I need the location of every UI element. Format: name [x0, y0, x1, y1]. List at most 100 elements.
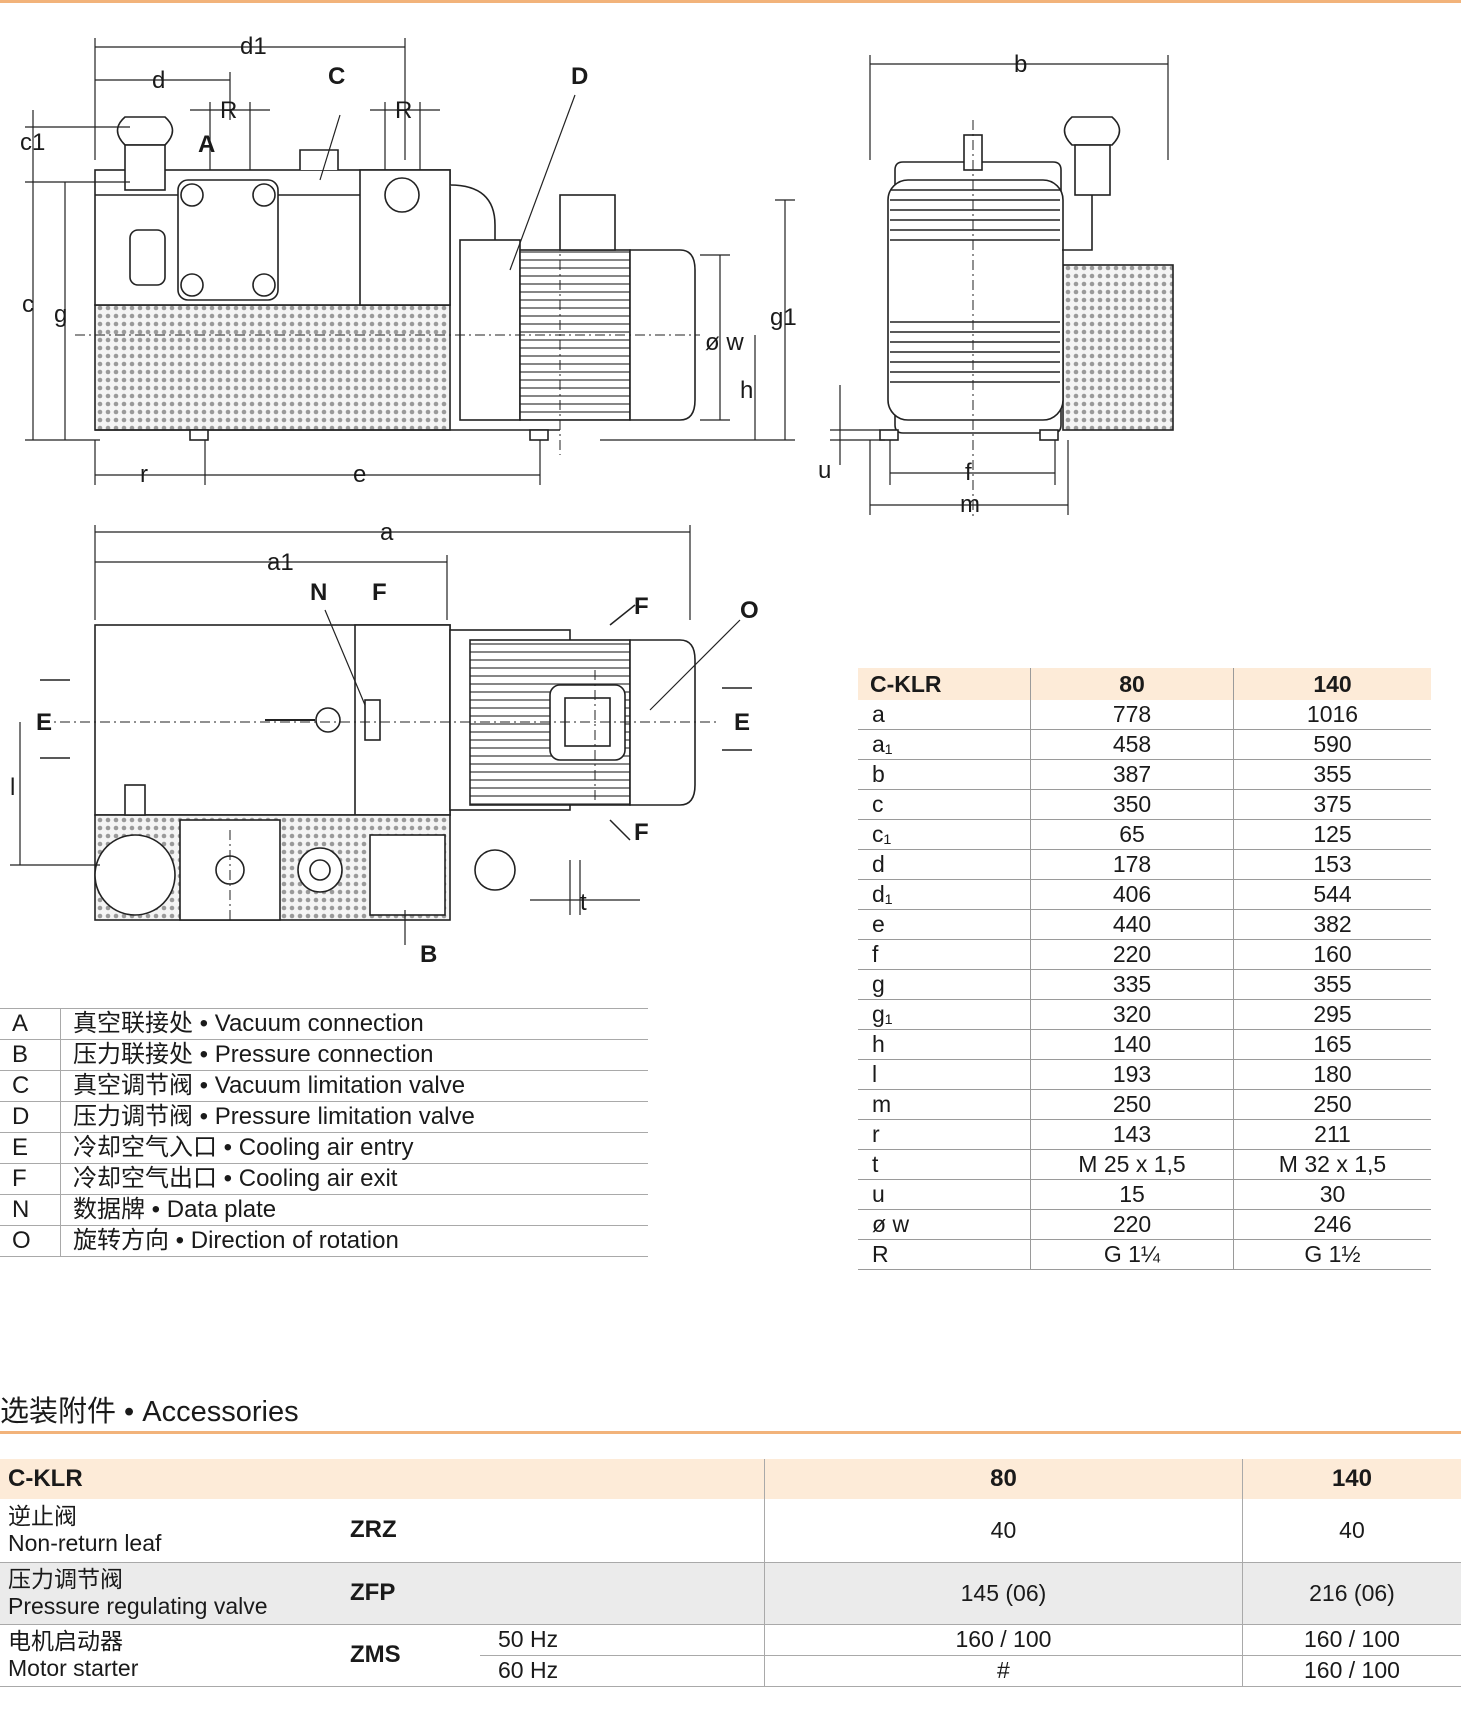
dimension-value-80: 350: [1030, 789, 1234, 820]
dimension-symbol: g: [858, 969, 1031, 1000]
accessory-code: ZMS: [350, 1624, 480, 1687]
accessories-header-model: C-KLR: [0, 1459, 765, 1499]
accessory-name: 电机启动器 Motor starter: [0, 1624, 350, 1687]
dimension-symbol: u: [858, 1179, 1031, 1210]
dimension-value-140: 382: [1233, 909, 1431, 940]
dimension-value-140: 30: [1233, 1179, 1431, 1210]
legend-key: E: [0, 1132, 61, 1164]
legend-key: B: [0, 1039, 61, 1071]
dimension-value-140: 1016: [1233, 700, 1431, 730]
dimension-value-80: 143: [1030, 1119, 1234, 1150]
accessory-name: 压力调节阀 Pressure regulating valve: [0, 1562, 350, 1625]
accessory-value-140: 40: [1241, 1499, 1461, 1563]
accessory-name: 逆止阀 Non-return leaf: [0, 1499, 350, 1563]
dim-label-r-right: R: [395, 97, 412, 124]
accessory-value-80: #: [763, 1655, 1243, 1687]
callout-o: O: [740, 597, 759, 624]
dimension-value-140: 355: [1233, 759, 1431, 790]
legend-text: 冷却空气出口 • Cooling air exit: [60, 1163, 648, 1195]
dimension-value-80: 387: [1030, 759, 1234, 790]
accessory-row-zrz: 逆止阀 Non-return leaf ZRZ 40 40: [0, 1499, 1461, 1563]
legend-text: 数据牌 • Data plate: [60, 1194, 648, 1226]
accessory-value-80: 40: [763, 1499, 1243, 1563]
dimension-value-80: 335: [1030, 969, 1234, 1000]
dimension-value-140: 153: [1233, 849, 1431, 880]
accessories-accent-rule: [0, 1431, 1461, 1434]
accessory-value-80: 160 / 100: [763, 1624, 1243, 1656]
top-dimensions: [10, 525, 691, 945]
accessory-name-cn: 压力调节阀: [8, 1566, 123, 1592]
accessory-name-cn: 电机启动器: [8, 1628, 123, 1654]
legend-key: O: [0, 1225, 61, 1257]
accessory-code: ZRZ: [350, 1499, 765, 1563]
dimension-value-80: 65: [1030, 819, 1234, 850]
dimension-value-80: 778: [1030, 700, 1234, 730]
legend-text: 真空调节阀 • Vacuum limitation valve: [60, 1070, 648, 1102]
dimensions-header-row: C-KLR 80 140: [858, 668, 1431, 700]
dimension-symbol: a: [858, 700, 1031, 730]
legend-key: F: [0, 1163, 61, 1195]
dimensions-header-140: 140: [1233, 668, 1431, 700]
dimension-value-80: 220: [1030, 939, 1234, 970]
callout-d: D: [571, 63, 588, 90]
dimension-symbol: m: [858, 1089, 1031, 1120]
dimension-value-140: 295: [1233, 999, 1431, 1030]
accessories-header-row: C-KLR 80 140: [0, 1459, 1461, 1499]
dimension-value-140: G 1½: [1233, 1239, 1431, 1270]
top-view: [40, 609, 741, 921]
dimension-symbol: d₁: [858, 879, 1031, 910]
dim-label-a: a: [380, 519, 394, 546]
dimension-value-80: M 25 x 1,5: [1030, 1149, 1234, 1180]
dim-label-b: b: [1014, 51, 1027, 78]
dimension-symbol: e: [858, 909, 1031, 940]
legend-key: C: [0, 1070, 61, 1102]
dimension-symbol: c₁: [858, 819, 1031, 850]
dimension-symbol: h: [858, 1029, 1031, 1060]
dimension-value-80: 140: [1030, 1029, 1234, 1060]
dim-label-l: l: [10, 774, 15, 801]
dimension-value-80: 458: [1030, 729, 1234, 760]
callout-c: C: [328, 63, 345, 90]
top-accent-rule: [0, 0, 1461, 3]
dimension-symbol: r: [858, 1119, 1031, 1150]
dim-label-h: h: [740, 377, 753, 404]
callout-f-top: F: [372, 579, 387, 606]
accessory-row-zms-60hz: 60 Hz # 160 / 100: [0, 1655, 1461, 1687]
dimension-value-80: G 1¼: [1030, 1239, 1234, 1270]
dim-label-r-left: R: [220, 97, 237, 124]
accessory-row-zfp: 压力调节阀 Pressure regulating valve ZFP 145 …: [0, 1562, 1461, 1625]
dimension-value-140: 375: [1233, 789, 1431, 820]
dimension-symbol: b: [858, 759, 1031, 790]
callout-n: N: [310, 579, 327, 606]
dim-label-m: m: [960, 491, 980, 518]
dimension-symbol: d: [858, 849, 1031, 880]
dimension-symbol: a₁: [858, 729, 1031, 760]
legend-text: 冷却空气入口 • Cooling air entry: [60, 1132, 648, 1164]
dimension-value-140: 250: [1233, 1089, 1431, 1120]
callout-b: B: [420, 941, 437, 968]
dimension-value-140: 180: [1233, 1059, 1431, 1090]
dimension-value-140: 355: [1233, 969, 1431, 1000]
dimension-value-140: 590: [1233, 729, 1431, 760]
dimension-value-140: 125: [1233, 819, 1431, 850]
legend-text: 真空联接处 • Vacuum connection: [60, 1008, 648, 1040]
end-dimensions: [830, 55, 1169, 515]
dim-label-g1: g1: [770, 304, 797, 331]
accessories-header-140: 140: [1241, 1459, 1461, 1499]
legend-key: D: [0, 1101, 61, 1133]
callout-e-right: E: [734, 709, 750, 736]
dim-label-c1: c1: [20, 129, 45, 156]
side-dimensions: [25, 38, 795, 485]
